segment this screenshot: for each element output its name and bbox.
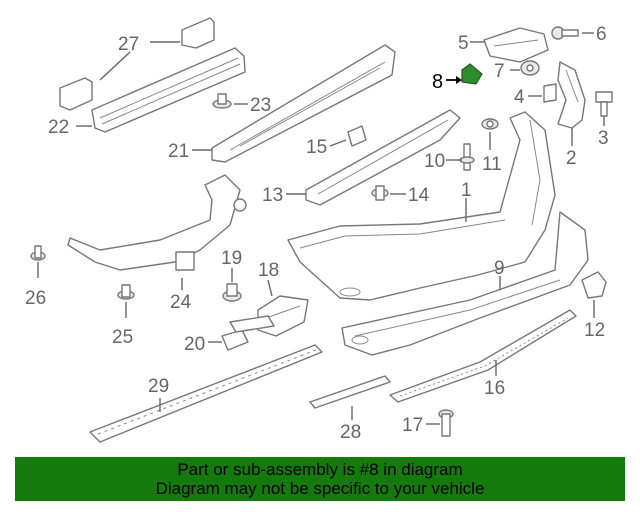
part-9-valance <box>341 211 589 356</box>
part-5-bracket <box>483 27 549 63</box>
callout-3: 3 <box>598 128 609 149</box>
part-8-highlighted <box>461 63 483 85</box>
banner-line-2: Diagram may not be specific to your vehi… <box>155 479 485 498</box>
part-hitch-frame <box>67 174 247 271</box>
part-1-bumper-cover <box>287 111 556 301</box>
callout-28: 28 <box>340 422 361 443</box>
part-20-clip <box>221 315 275 351</box>
part-4-clip <box>543 83 557 103</box>
part-16-trim-strip <box>389 309 577 403</box>
callout-14: 14 <box>408 185 430 206</box>
part-27-brackets <box>59 17 215 111</box>
part-15-pad <box>347 125 367 147</box>
part-28-molding <box>309 375 391 409</box>
callout-22: 22 <box>48 117 69 138</box>
part-6-screw <box>551 26 579 40</box>
part-21-absorber <box>211 44 396 163</box>
callout-17: 17 <box>402 415 423 436</box>
part-3-bolt <box>595 91 613 117</box>
callout-10: 10 <box>424 151 445 172</box>
part-12-reflector <box>581 271 607 299</box>
callout-23: 23 <box>250 95 271 116</box>
part-10-pin <box>459 143 475 171</box>
callout-16: 16 <box>484 378 505 399</box>
banner-line-1: Part or sub-assembly is #8 in diagram <box>177 460 463 479</box>
callout-11: 11 <box>482 154 502 175</box>
part-11-nut <box>481 118 499 130</box>
part-7-nut <box>520 60 540 76</box>
part-22-reinforcement <box>91 47 246 133</box>
part-25-bolt <box>117 284 135 300</box>
part-2-side-bracket <box>557 61 586 129</box>
part-26-bolt <box>30 245 46 261</box>
callout-12: 12 <box>584 320 605 341</box>
part-29-scuff-plate <box>89 344 323 443</box>
callout-7: 7 <box>494 61 505 82</box>
callout-25: 25 <box>112 327 133 348</box>
callout-4: 4 <box>514 87 525 108</box>
callout-19: 19 <box>221 248 242 269</box>
callout-1: 1 <box>461 180 472 201</box>
callout-21: 21 <box>168 141 189 162</box>
parts-diagram: 27 23 22 21 15 13 14 10 11 1 26 19 18 24… <box>25 17 613 443</box>
part-23-fastener <box>212 93 232 109</box>
callout-26: 26 <box>25 288 46 309</box>
callout-8: 8 <box>432 71 443 93</box>
callout-20: 20 <box>184 334 205 355</box>
callout-29: 29 <box>148 376 169 397</box>
callout-24: 24 <box>170 292 192 313</box>
callout-15: 15 <box>306 137 327 158</box>
part-14-fastener <box>371 185 389 201</box>
callout-13: 13 <box>262 185 283 206</box>
callout-27: 27 <box>118 34 139 55</box>
callout-labels: 27 23 22 21 15 13 14 10 11 1 26 19 18 24… <box>25 24 609 443</box>
part-17-bolt <box>438 409 454 437</box>
callout-2: 2 <box>566 148 577 169</box>
info-banner: Part or sub-assembly is #8 in diagram Di… <box>15 457 625 501</box>
part-19-clip <box>222 283 242 302</box>
callout-9: 9 <box>494 258 505 279</box>
callout-6: 6 <box>596 24 607 45</box>
part-13-lower-absorber <box>305 109 461 206</box>
callout-5: 5 <box>458 33 469 54</box>
callout-18: 18 <box>258 260 279 281</box>
